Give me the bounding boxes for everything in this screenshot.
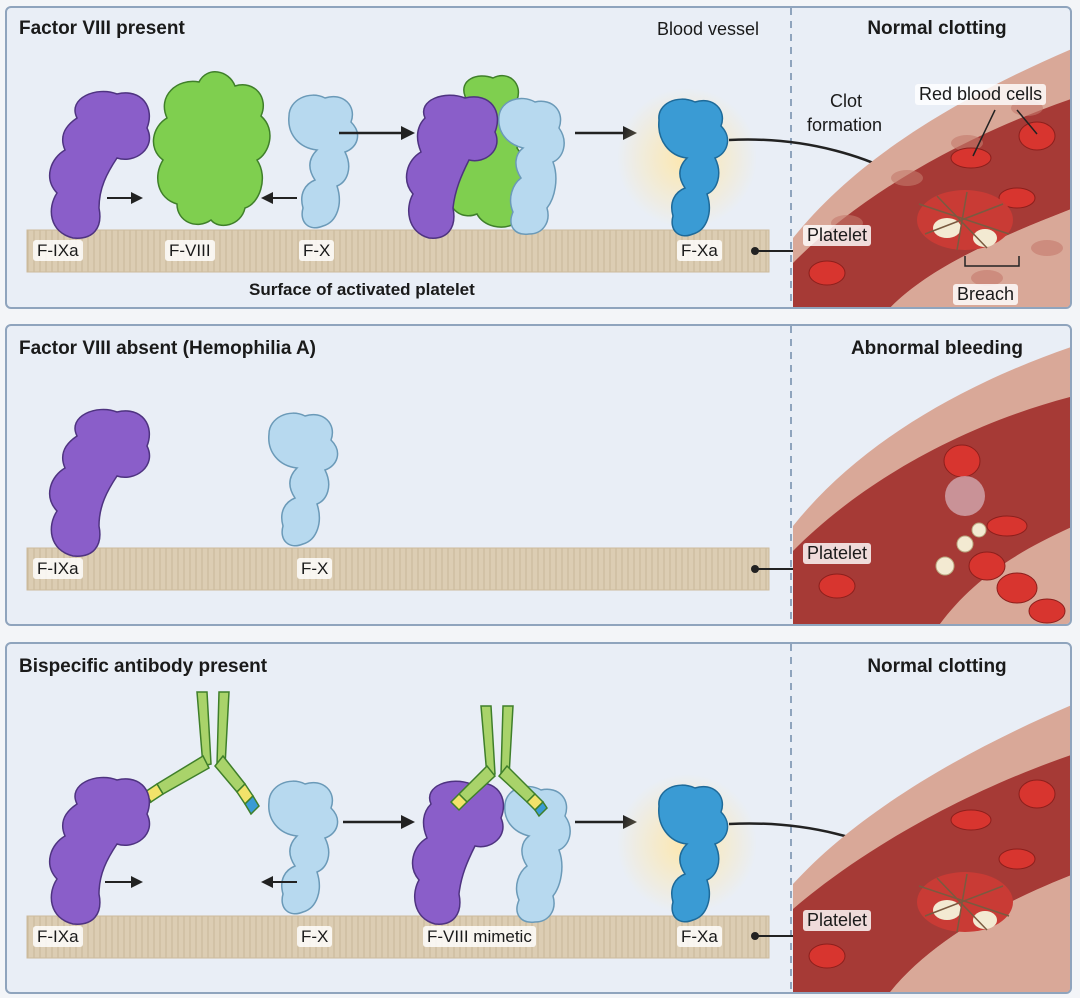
platelet-membrane (26, 229, 770, 273)
vessel-lumen (793, 397, 1070, 624)
breach-bracket (964, 256, 1020, 267)
f-viii-protein (152, 71, 271, 227)
red-blood-cells (808, 779, 1056, 969)
red-blood-cells (808, 121, 1056, 286)
panel-title: Bispecific antibody present (19, 656, 268, 677)
panel-2-artwork (26, 326, 1070, 624)
f-ixa-protein (48, 90, 151, 239)
label-f-ixa: F-IXa (33, 240, 83, 261)
faded-cell (945, 476, 985, 516)
breach-label: Breach (953, 284, 1019, 305)
complex-f-x (498, 97, 565, 235)
arrowhead (261, 192, 273, 204)
label-f-viii: F-VIII (165, 240, 215, 261)
label-f-xa: F-Xa (677, 240, 722, 261)
panel-3-artwork (26, 644, 1070, 992)
panel-factor-viii-present: Factor VIII present Blood vessel Normal … (5, 6, 1072, 309)
label-f-xa: F-Xa (677, 926, 722, 947)
label-f-x: F-X (297, 926, 333, 947)
platelet-membrane (26, 547, 770, 591)
platelet-label: Platelet (803, 910, 872, 931)
arrowhead (131, 192, 143, 204)
clot-label-1: Clot (830, 91, 863, 111)
f-ixa-protein (48, 776, 151, 925)
panel-title: Factor VIII present (19, 18, 185, 39)
platelet-label: Platelet (803, 225, 872, 246)
right-title: Normal clotting (867, 18, 1007, 39)
panel-bispecific-antibody: Bispecific antibody present Normal clott… (5, 642, 1072, 994)
bound-antibody (449, 705, 548, 818)
platelet-label: Platelet (803, 543, 872, 564)
clot-mesh (917, 190, 1013, 251)
f-x-protein (268, 412, 339, 547)
vessel-wall-inner (890, 209, 1070, 307)
panel-title: Factor VIII absent (Hemophilia A) (19, 338, 317, 359)
bispecific-antibody (133, 691, 260, 816)
f-xa-protein (658, 784, 729, 923)
label-f-ixa: F-IXa (33, 926, 83, 947)
label-f-ixa: F-IXa (33, 558, 83, 579)
arrowhead (401, 126, 415, 140)
bleeding-cells (818, 444, 1066, 624)
vessel-label: Blood vessel (657, 19, 760, 39)
complex-f-ixa (405, 94, 499, 239)
label-f-viii-mimetic: F-VIII mimetic (423, 926, 536, 947)
f-xa-protein (658, 98, 729, 237)
platelets (935, 522, 987, 576)
label-f-x: F-X (297, 558, 333, 579)
surface-label: Surface of activated platelet (249, 280, 475, 299)
f-x-protein (268, 780, 339, 915)
panel-factor-viii-absent: Factor VIII absent (Hemophilia A) Abnorm… (5, 324, 1072, 626)
label-f-x: F-X (299, 240, 335, 261)
vessel-lumen (793, 755, 1070, 992)
f-ixa-protein (48, 408, 151, 557)
right-title: Abnormal bleeding (850, 338, 1024, 359)
vessel-wall-inner (890, 875, 1070, 992)
f-x-protein (288, 94, 359, 229)
rbc-label: Red blood cells (915, 84, 1047, 105)
clot-label-2: formation (807, 115, 883, 135)
clot-mesh (917, 872, 1013, 933)
complex-f-x (504, 785, 571, 923)
platelet-membrane (26, 915, 770, 959)
right-title: Normal clotting (867, 656, 1007, 677)
panel-1-artwork (26, 8, 1070, 307)
